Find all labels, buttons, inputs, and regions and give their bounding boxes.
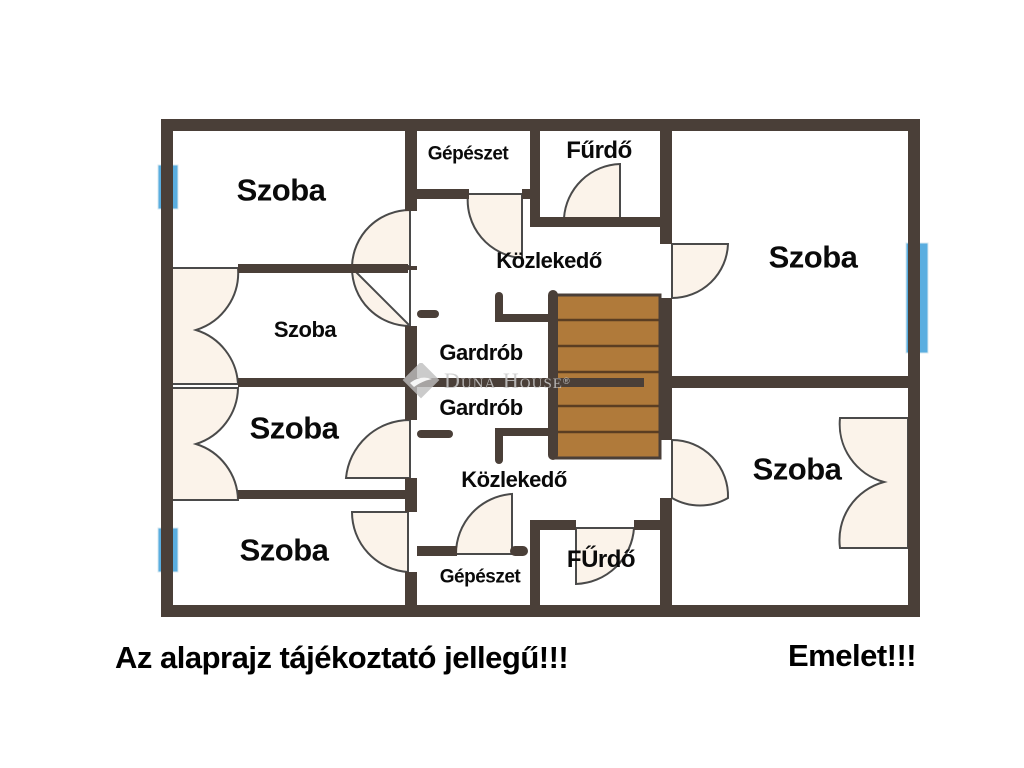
floor-level-label: Emelet!!!: [788, 638, 917, 673]
room-label-hall-s: Közlekedő: [461, 467, 567, 492]
disclaimer-text: Az alaprajz tájékoztató jellegű!!!: [115, 640, 569, 675]
room-label-ne: Szoba: [768, 239, 858, 275]
room-label-utility-n: Gépészet: [427, 143, 509, 165]
room-label-bath-s: FŰrdő: [566, 546, 636, 573]
room-label-sw: Szoba: [239, 532, 329, 568]
room-label-se: Szoba: [752, 451, 842, 487]
walls: [161, 119, 920, 617]
room-label-utility-s: Gépészet: [439, 566, 521, 588]
room-label-bath-n: Fűrdő: [566, 137, 632, 164]
room-label-closet-s: Gardrób: [439, 395, 523, 420]
room-label-hall-n: Közlekedő: [496, 248, 602, 273]
room-label-w3: Szoba: [249, 410, 339, 446]
staircase: [554, 293, 662, 460]
doors: [167, 162, 909, 586]
room-label-w2: Szoba: [273, 317, 337, 342]
room-label-nw: Szoba: [236, 172, 326, 208]
room-label-closet-n: Gardrób: [439, 340, 523, 365]
